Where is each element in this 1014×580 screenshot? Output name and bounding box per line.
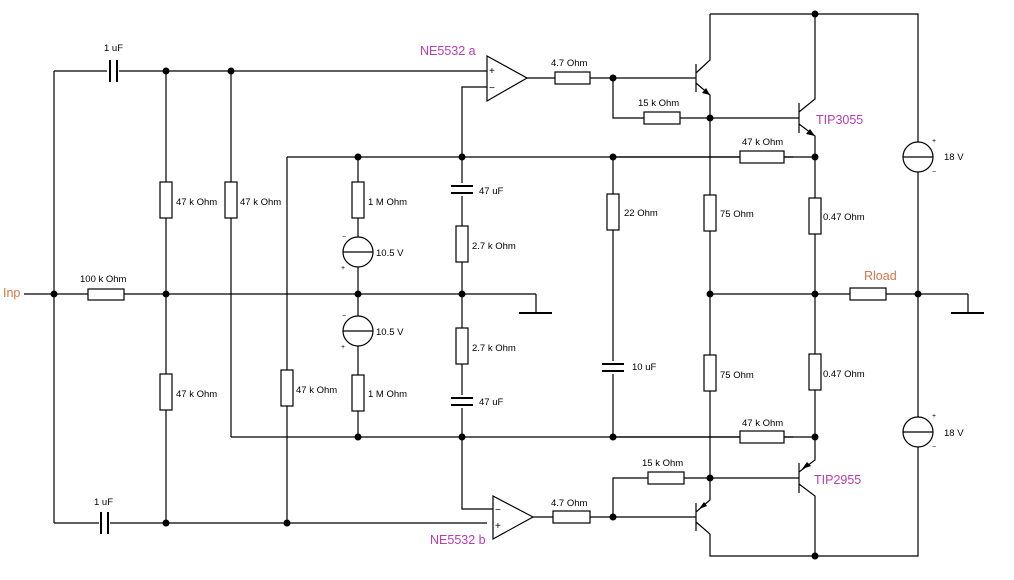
resistor-label: 47 k Ohm xyxy=(240,197,281,208)
cap-label: 1 uF xyxy=(94,497,113,508)
opamp-b-minus-pin: − xyxy=(495,505,501,516)
source-label: 10.5 V xyxy=(376,248,404,259)
cap-input-top xyxy=(109,60,118,82)
resistor-047-top xyxy=(808,197,822,235)
opamp-a-minus-pin: − xyxy=(489,83,495,94)
resistor-047-bottom xyxy=(808,353,822,391)
resistor-47k-fb-bottom xyxy=(739,430,785,444)
cap-feedback-bottom xyxy=(450,395,474,408)
resistor-15k-bottom xyxy=(647,471,685,485)
source-minus-sign: − xyxy=(932,169,936,176)
resistor-75-bottom xyxy=(703,354,717,392)
junction-dots xyxy=(50,10,922,560)
cap-label: 47 uF xyxy=(479,397,503,408)
opamp-a-label: NE5532 a xyxy=(420,44,476,58)
opamp-a-plus-pin: + xyxy=(489,66,495,77)
resistor-label: 47 k Ohm xyxy=(296,385,337,396)
transistor-arrows xyxy=(699,88,815,509)
resistor-label: 47 k Ohm xyxy=(742,137,783,148)
opamp-b: − + xyxy=(492,495,535,541)
resistor-label: 75 Ohm xyxy=(720,209,754,220)
source-minus-sign: − xyxy=(342,313,346,320)
arrow-power-top xyxy=(806,129,815,136)
load-label: Rload xyxy=(864,269,897,283)
opamp-b-label: NE5532 b xyxy=(430,533,486,547)
cap-input-bottom xyxy=(100,512,109,534)
resistor-22-ohm xyxy=(606,193,620,231)
cap-label: 47 uF xyxy=(479,186,503,197)
resistor-label: 4.7 Ohm xyxy=(551,58,588,69)
resistor-47k-bias-2 xyxy=(224,181,238,219)
resistor-2k7-top xyxy=(455,225,469,263)
source-plus-sign: + xyxy=(341,344,345,351)
source-minus-sign: − xyxy=(932,444,936,451)
input-label: Inp xyxy=(3,286,20,300)
resistor-label: 0.47 Ohm xyxy=(823,369,865,380)
resistor-1m-bottom xyxy=(351,374,365,412)
resistor-label: 0.47 Ohm xyxy=(823,212,865,223)
cap-label: 10 uF xyxy=(632,362,656,373)
resistor-label: 47 k Ohm xyxy=(742,418,783,429)
resistor-47k-fb-top xyxy=(739,150,785,164)
cap-10uf xyxy=(601,361,625,374)
source-18v-bottom: + − xyxy=(902,413,936,451)
resistor-label: 2.7 k Ohm xyxy=(472,343,516,354)
resistor-47k-bias-3 xyxy=(159,373,173,411)
resistor-label: 47 k Ohm xyxy=(176,197,217,208)
opamp-b-plus-pin: + xyxy=(495,521,501,532)
transistor-tip2955-label: TIP2955 xyxy=(814,473,861,487)
resistor-100k-in xyxy=(87,288,125,301)
resistor-rload xyxy=(849,287,887,301)
resistor-47k-bias-4 xyxy=(280,369,294,407)
resistor-47k-bias-1 xyxy=(159,181,173,219)
source-10v5-bottom: − + xyxy=(341,313,374,351)
resistor-label: 47 k Ohm xyxy=(176,389,217,400)
resistor-label: 1 M Ohm xyxy=(368,197,407,208)
transistor-tip3055-label: TIP3055 xyxy=(816,113,863,127)
arrow-power-bottom xyxy=(802,462,811,469)
resistor-4k7-bottom xyxy=(552,510,591,524)
resistor-label: 75 Ohm xyxy=(720,370,754,381)
resistor-2k7-bottom xyxy=(455,327,469,365)
source-18v-top: + − xyxy=(902,138,936,176)
resistor-15k-top xyxy=(643,111,681,125)
source-plus-sign: + xyxy=(341,265,345,272)
resistor-1m-top xyxy=(351,181,365,219)
source-label: 18 V xyxy=(944,428,964,439)
resistor-4k7-top xyxy=(554,71,591,85)
resistor-label: 2.7 k Ohm xyxy=(472,241,516,252)
resistor-label: 1 M Ohm xyxy=(368,389,407,400)
source-minus-sign: − xyxy=(342,234,346,241)
source-plus-sign: + xyxy=(932,413,936,420)
arrow-driver-bottom xyxy=(699,502,707,509)
resistor-label: 22 Ohm xyxy=(624,208,658,219)
arrow-driver-top xyxy=(702,88,710,95)
opamp-a: + − xyxy=(486,54,529,103)
resistor-label: 100 k Ohm xyxy=(80,274,127,285)
source-plus-sign: + xyxy=(932,138,936,145)
resistor-label: 15 k Ohm xyxy=(638,98,679,109)
resistor-75-top xyxy=(703,194,717,232)
source-label: 10.5 V xyxy=(376,327,404,338)
cap-feedback-top xyxy=(450,183,474,196)
cap-label: 1 uF xyxy=(104,43,123,54)
source-10v5-top: − + xyxy=(341,234,374,272)
source-label: 18 V xyxy=(944,152,964,163)
resistors xyxy=(87,71,887,524)
labels: Inp Rload NE5532 a NE5532 b TIP3055 TIP2… xyxy=(3,43,964,547)
resistor-label: 4.7 Ohm xyxy=(551,498,588,509)
resistor-label: 15 k Ohm xyxy=(642,458,683,469)
